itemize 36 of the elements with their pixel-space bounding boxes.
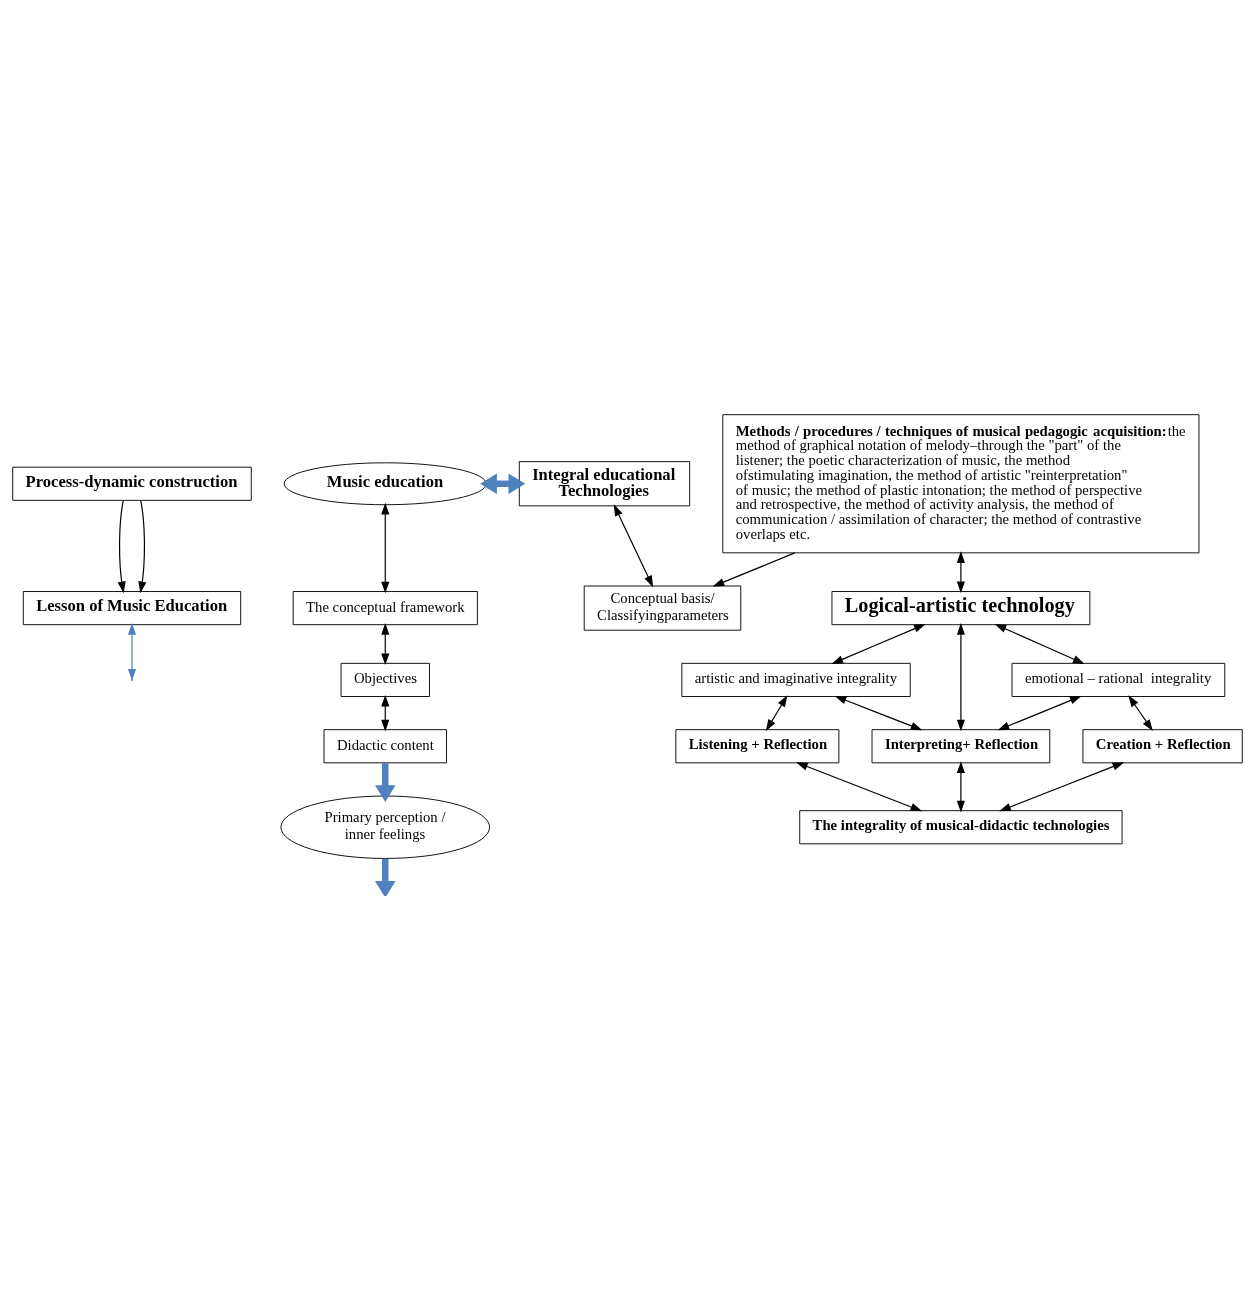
- arrow: [831, 624, 926, 664]
- arrow: [381, 623, 390, 665]
- node-ellipse: Music education: [283, 462, 487, 506]
- arrow: [999, 762, 1125, 812]
- node-box: emotional – rational integrality: [1011, 662, 1226, 697]
- arrow: [956, 623, 965, 732]
- node-box: Didactic content: [323, 729, 447, 764]
- node-box: Creation + Reflection: [1082, 729, 1243, 764]
- node-box: The conceptual framework: [292, 591, 478, 626]
- arrow: [117, 499, 126, 594]
- arrow: [834, 695, 923, 731]
- node-box: artistic and imaginative integrality: [681, 662, 911, 697]
- arrow: [956, 761, 965, 813]
- node-box: Interpreting+ Reflection: [871, 729, 1051, 764]
- node-box: Lesson of Music Education: [22, 591, 242, 626]
- node-box: The integrality of musical-didactic technologies: [799, 810, 1123, 845]
- node-box: Integral educational Technologies: [518, 461, 691, 507]
- arrow: [765, 695, 788, 732]
- arrow: [997, 695, 1082, 731]
- arrow: [712, 552, 796, 587]
- arrow: [796, 762, 923, 812]
- arrow: [1128, 695, 1153, 732]
- arrow: [480, 473, 526, 495]
- arrow: [956, 551, 965, 594]
- node-box: Objectives: [340, 662, 430, 697]
- arrow: [381, 502, 390, 594]
- arrow: [138, 499, 147, 594]
- node-ellipse: Primary perception / inner feelings: [280, 795, 491, 859]
- arrow: [127, 623, 137, 681]
- node-box: Conceptual basis/ Classifyingparameters: [583, 585, 742, 631]
- arrow: [613, 504, 654, 588]
- node-box: Methods / procedures / techniques of musical pedagogic acquisition:the method of graphical notation of melody–through the "part" of the listener; the poetic characterization of music, the method ofstimulating imagination, the method of artistic "reinterpretation" of music; the method of plastic intonation; the method of perspective and retrospective, the method of activity analysis, the method of communication / assimilation of character; the method of contrastive overlaps etc.: [722, 414, 1200, 554]
- node-box: Logical-artistic technology: [831, 591, 1091, 626]
- node-box: Process-dynamic construction: [12, 466, 252, 501]
- node-box: Listening + Reflection: [675, 729, 840, 764]
- arrow: [994, 624, 1085, 664]
